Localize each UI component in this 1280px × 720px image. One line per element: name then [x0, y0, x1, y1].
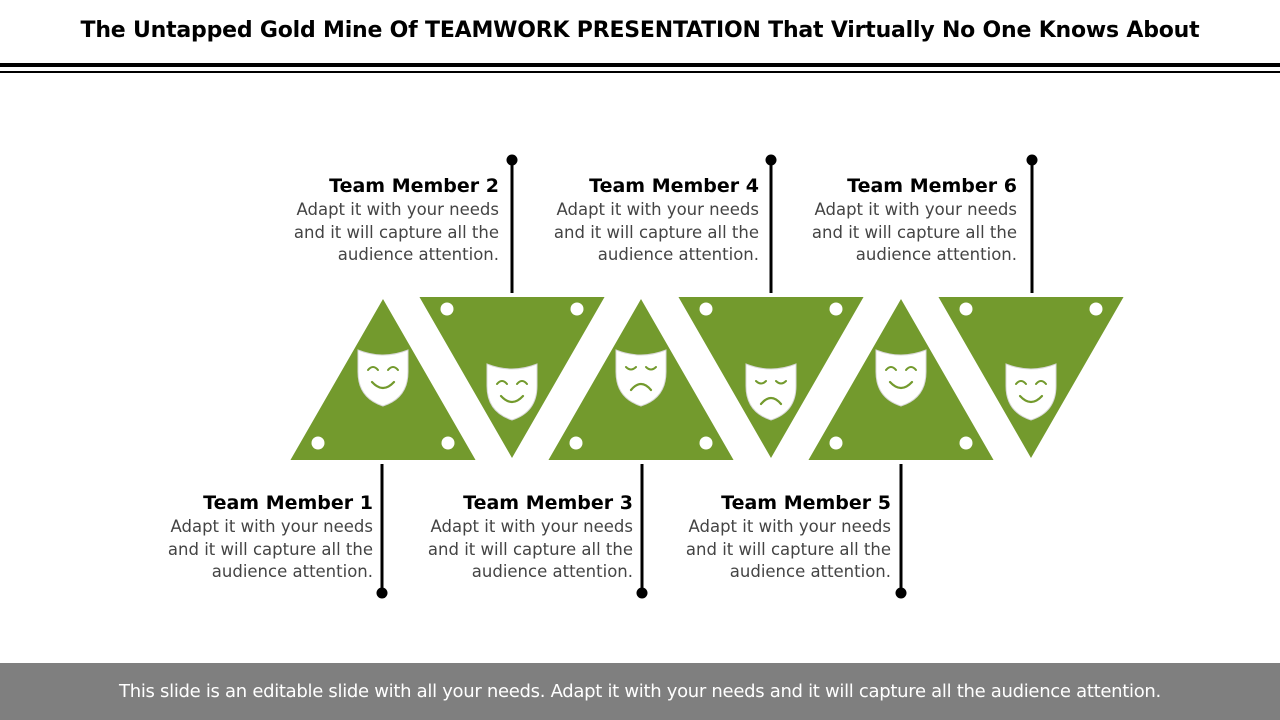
- triangle-member-5: [801, 290, 1001, 464]
- member-desc-line: and it will capture all the: [167, 539, 373, 559]
- member-desc-line: Adapt it with your needs: [170, 517, 374, 536]
- member-desc-line: audience attention.: [597, 245, 759, 264]
- member-desc-line: audience attention.: [211, 562, 373, 581]
- footer-bar: This slide is an editable slide with all…: [0, 663, 1280, 720]
- member-desc-line: and it will capture all the: [553, 222, 759, 242]
- member-desc-line: audience attention.: [729, 562, 891, 581]
- member-desc-line: and it will capture all the: [685, 539, 891, 559]
- triangle-dot: [829, 436, 843, 450]
- triangle-dot: [570, 302, 584, 316]
- footer-text: This slide is an editable slide with all…: [119, 681, 1161, 702]
- frowning-mask-icon: [615, 349, 667, 407]
- triangle-dot: [311, 436, 325, 450]
- triangle-member-6: [931, 293, 1131, 467]
- triangle-dot: [699, 302, 713, 316]
- smiling-mask-icon: [875, 349, 927, 407]
- connector-member-3: [636, 462, 648, 599]
- triangle-member-3: [541, 290, 741, 464]
- triangle-dot: [1089, 302, 1103, 316]
- smiling-mask-icon: [486, 363, 538, 421]
- triangle-member-1: [283, 290, 483, 464]
- triangle-dot: [829, 302, 843, 316]
- member-desc-line: audience attention.: [471, 562, 633, 581]
- member-desc-line: Adapt it with your needs: [296, 200, 500, 219]
- triangle-dot: [959, 436, 973, 450]
- connector-member-5: [895, 462, 907, 599]
- smiling-mask-icon: [1005, 363, 1057, 421]
- triangle-dot: [699, 436, 713, 450]
- connector-member-1: [376, 462, 388, 599]
- slide-title: The Untapped Gold Mine Of TEAMWORK PRESE…: [80, 18, 1200, 43]
- triangle-member-4: [671, 293, 871, 467]
- member-desc-line: and it will capture all the: [427, 539, 633, 559]
- triangle-member-2: [412, 293, 612, 467]
- member-card-2: Team Member 2 Adapt it with your needs a…: [256, 173, 499, 267]
- member-desc-line: and it will capture all the: [293, 222, 499, 242]
- member-name: Team Member 4: [589, 175, 759, 197]
- member-name: Team Member 3: [463, 492, 633, 514]
- member-desc-line: Adapt it with your needs: [556, 200, 760, 219]
- member-name: Team Member 6: [847, 175, 1017, 197]
- member-desc-line: and it will capture all the: [811, 222, 1017, 242]
- triangle-dot: [569, 436, 583, 450]
- member-card-5: Team Member 5 Adapt it with your needs a…: [648, 490, 891, 584]
- member-name: Team Member 1: [203, 492, 373, 514]
- member-desc-line: audience attention.: [855, 245, 1017, 264]
- member-desc-line: Adapt it with your needs: [430, 517, 634, 536]
- member-card-6: Team Member 6 Adapt it with your needs a…: [774, 173, 1017, 267]
- smiling-mask-icon: [357, 349, 409, 407]
- member-name: Team Member 5: [721, 492, 891, 514]
- member-card-1: Team Member 1 Adapt it with your needs a…: [130, 490, 373, 584]
- member-card-3: Team Member 3 Adapt it with your needs a…: [390, 490, 633, 584]
- member-card-4: Team Member 4 Adapt it with your needs a…: [516, 173, 759, 267]
- connector-member-2: [506, 154, 518, 296]
- member-desc-line: audience attention.: [337, 245, 499, 264]
- title-rule-thin: [0, 71, 1280, 73]
- triangle-dot: [440, 302, 454, 316]
- frowning-mask-icon: [745, 363, 797, 421]
- member-desc-line: Adapt it with your needs: [814, 200, 1018, 219]
- connector-member-6: [1026, 154, 1038, 296]
- member-desc-line: Adapt it with your needs: [688, 517, 892, 536]
- triangle-dot: [959, 302, 973, 316]
- triangle-dot: [441, 436, 455, 450]
- connector-member-4: [765, 154, 777, 296]
- member-name: Team Member 2: [329, 175, 499, 197]
- title-rule-thick: [0, 63, 1280, 67]
